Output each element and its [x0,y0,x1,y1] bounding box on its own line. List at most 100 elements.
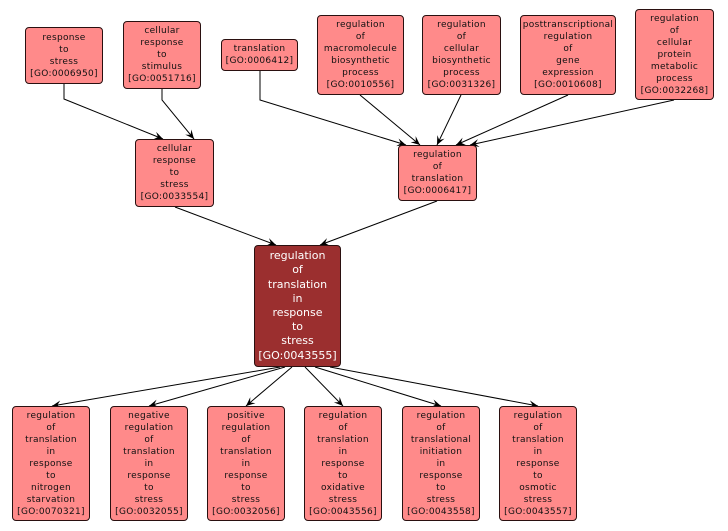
edge-GO0043555-to-GO0032056 [245,366,293,407]
node-label-line: response [29,458,73,469]
node-label-line: stress [328,494,358,505]
node-label-line: to [169,168,180,178]
node-label-line: translation [25,434,77,445]
node-label-line: in [144,458,154,469]
node-label-line: response [224,470,268,481]
node-label-line: regulation [124,422,174,433]
node-label-line: to [533,470,543,481]
node-label-line: response [127,470,171,481]
node-label-line: regulation [543,32,593,42]
node-label-line: of [144,434,154,445]
edge-line [259,71,407,146]
node-label-line: cellular [443,44,480,54]
node-label-line: initiation [419,446,463,457]
node-label-line: cellular [144,26,180,36]
go-term-node-go0006412[interactable]: translation[GO:0006412] [221,39,298,71]
edge-line [63,84,164,140]
edge-GO0010608-to-GO0006417 [455,94,569,146]
node-label-line: of [338,422,348,433]
node-label-line: stimulus [141,62,183,72]
node-label-line: starvation [26,494,76,505]
node-label-line: in [241,458,251,469]
node-label-line: of [432,162,443,172]
arrowhead-icon [153,131,163,140]
node-label-line: regulation [650,13,699,24]
node-label-line: to [241,482,251,493]
node-label-line: macromolecule [323,44,398,54]
node-label-line: biosynthetic [331,56,390,66]
node-label-line: regulation [269,249,326,263]
node-label-line: translation [123,446,175,457]
edge-line [469,99,675,146]
node-label-line: response [42,32,86,43]
node-label-line: stress [134,494,164,505]
node-label-line: of [533,422,543,433]
edge-line [148,366,286,407]
edge-GO0043555-to-GO0043556 [304,366,344,407]
arrowhead-icon [396,138,406,147]
arrowhead-icon [456,137,466,145]
node-label-line: regulation [221,422,271,433]
node-label-line: to [46,470,56,481]
node-go-id: [GO:0043558] [407,506,475,517]
node-label-line: translation [220,446,272,457]
node-label-line: cellular [656,37,693,48]
edge-line [436,94,462,146]
node-go-id: [GO:0031326] [427,80,496,90]
node-label-line: of [46,422,56,433]
node-label-line: cellular [156,144,193,154]
edge-GO0006417-to-GO0043555 [319,200,438,246]
node-go-id: [GO:0032056] [212,506,280,517]
node-go-id: [GO:0006417] [403,186,472,196]
node-label-line: response [321,458,365,469]
edge-line [314,366,442,407]
node-label-line: stress [281,334,314,348]
edge-line [359,94,421,146]
node-label-line: regulation [513,410,563,421]
arrowhead-icon [333,396,343,406]
edge-line [304,366,344,407]
edge-GO0006412-to-GO0006417 [259,71,407,147]
node-label-line: regulation [413,150,462,160]
node-label-line: response [272,306,323,319]
node-label-line: stress [49,56,79,67]
edge-GO0010556-to-GO0006417 [359,94,421,146]
edge-GO0043555-to-GO0032055 [148,366,286,408]
node-label-line: posttranscriptional [522,20,614,30]
node-label-line: translation [267,277,328,291]
node-go-id: [GO:0010608] [534,80,602,90]
node-label-line: to [338,470,348,481]
arrowhead-icon [149,399,159,408]
node-label-line: response [419,470,463,481]
edge-line [245,366,293,407]
node-label-line: translation [317,434,369,445]
node-label-line: negative [128,410,170,421]
node-label-line: to [291,320,304,334]
node-go-id: [GO:0032268] [640,85,709,96]
node-label-line: positive [227,410,265,421]
node-label-line: stress [160,180,189,190]
node-go-id: [GO:0033554] [140,192,209,202]
node-go-id: [GO:0043557] [504,506,572,517]
edge-line [455,94,569,146]
arrowhead-icon [410,136,420,145]
node-label-line: to [157,50,167,60]
edge-GO0043555-to-GO0043558 [314,366,442,408]
edge-GO0033554-to-GO0043555 [174,206,277,246]
